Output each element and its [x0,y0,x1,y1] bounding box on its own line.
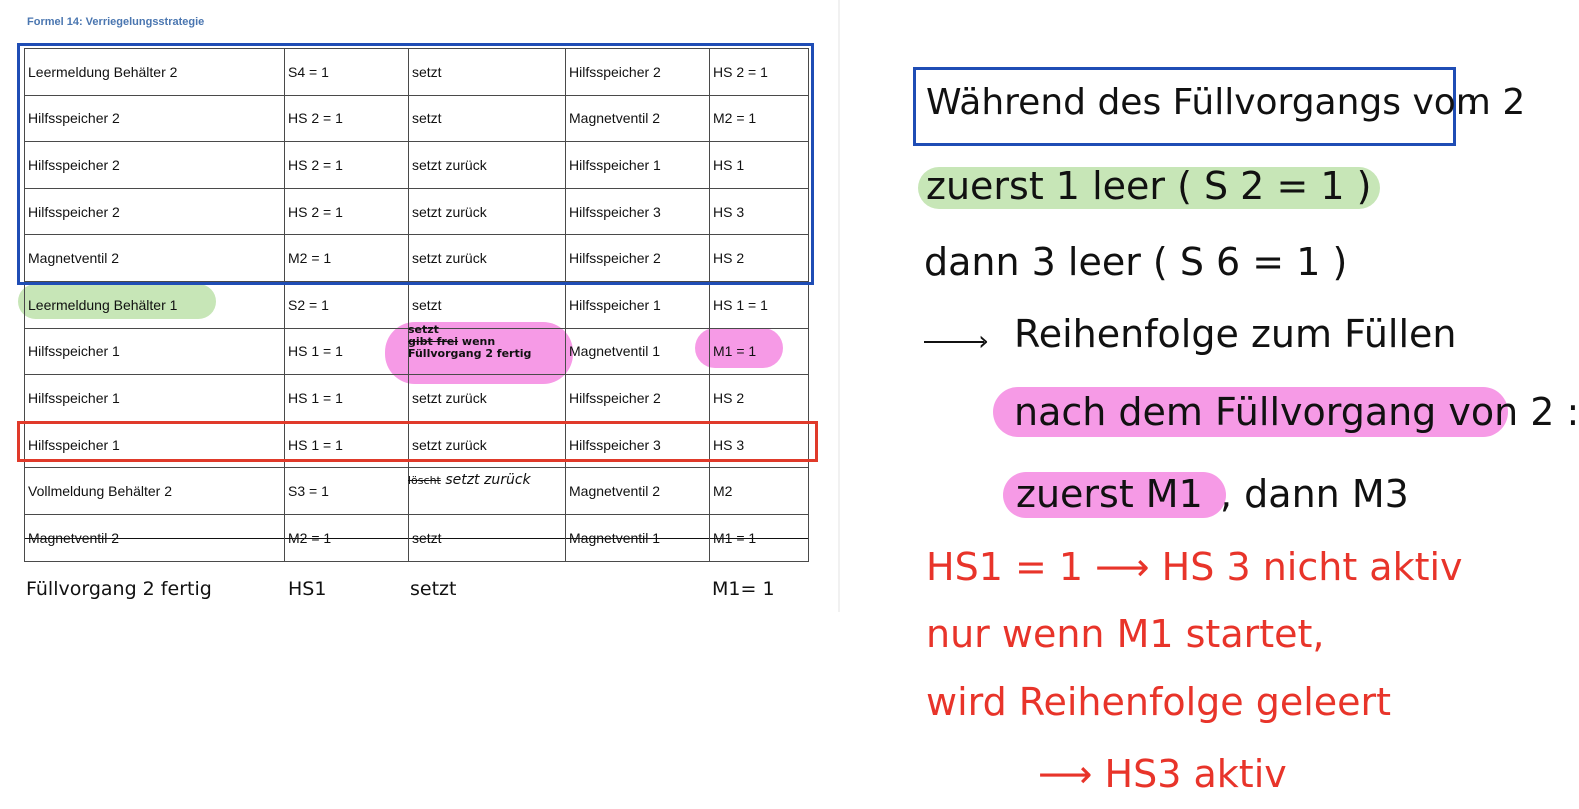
table-cell: Magnetventil 1 [565,513,710,562]
table-cell: S4 = 1 [284,48,409,96]
notes-line-5-rest: , dann M3 [1220,472,1409,516]
table-cell: M1 = 1 [709,513,809,562]
arrow-icon [924,341,984,343]
table-cell: Leermeldung Behälter 1 [24,280,285,329]
document-title: Formel 14: Verriegelungsstrategie [27,16,205,28]
handwritten-cell-edit-setzt: setzt gibt frei wenn Füllvorgang 2 ferti… [408,323,532,360]
table-cell: Leermeldung Behälter 2 [24,48,285,96]
blue-frame-box [17,43,814,285]
notes-pink-highlight-2 [1003,472,1226,518]
table-cell: HS 2 [709,374,809,422]
handwritten-cell-edit-zurueck: löscht setzt zurück [408,472,531,488]
table-cell: setzt zurück [408,374,566,422]
table-cell: HS 2 = 1 [284,141,409,189]
table-cell: Magnetventil 2 [24,234,285,282]
notes-red-2: nur wenn M1 startet, [926,612,1325,656]
table-cell: setzt [408,280,566,329]
table-cell: M2 [709,467,809,515]
notes-line-2: dann 3 leer ( S 6 = 1 ) [924,240,1348,284]
table-cell: Hilfsspeicher 2 [565,48,710,96]
table-cell: Hilfsspeicher 1 [24,374,285,422]
table-cell: setzt zurück [408,141,566,189]
handwritten-foot-4: M1= 1 [712,578,775,600]
table-cell: HS 1 = 1 [709,280,809,329]
table-cell: HS 2 = 1 [284,187,409,236]
table-cell: HS 2 [709,234,809,282]
arrow-head-icon: › [978,324,990,357]
table-cell: Magnetventil 2 [565,94,710,143]
page-edge [838,0,840,612]
notes-pink-highlight-1 [993,387,1508,437]
table-cell: M1 = 1 [709,327,809,376]
table-cell: Hilfsspeicher 1 [24,327,285,376]
table-cell: HS 1 = 1 [284,374,409,422]
table-cell: S2 = 1 [284,280,409,329]
table-cell: Hilfsspeicher 3 [565,187,710,236]
notes-line-3: Reihenfolge zum Füllen [1014,312,1457,356]
table-cell: setzt [408,94,566,143]
notes-green-highlight [918,167,1380,209]
table-cell: Hilfsspeicher 2 [24,187,285,236]
table-cell: Magnetventil 2 [24,513,285,562]
notes-red-1: HS1 = 1 ⟶ HS 3 nicht aktiv [926,545,1463,589]
table-cell: setzt [408,513,566,562]
table-cell: HS 3 [709,187,809,236]
table-cell: HS 1 = 1 [284,327,409,376]
table-cell: M2 = 1 [284,234,409,282]
table-cell: Hilfsspeicher 1 [565,280,710,329]
table-cell: M2 = 1 [709,94,809,143]
table-cell [408,467,566,515]
notes-line-4: nach dem Füllvorgang von 2 : [1014,390,1579,434]
notes-heading: Während des Füllvorgangs vom 2 [926,82,1526,123]
notes-line-5-highlight: zuerst M1 [1016,472,1203,516]
table-cell: S3 = 1 [284,467,409,515]
handwritten-foot-2: HS1 [288,578,327,600]
table-cell: Hilfsspeicher 2 [24,141,285,189]
notes-red-4: ⟶ HS3 aktiv [1038,752,1287,796]
table-cell: M2 = 1 [284,513,409,562]
handwritten-foot-3: setzt [410,578,457,600]
table-cell: Magnetventil 1 [565,327,710,376]
table-cell: HS 1 [709,141,809,189]
document-page: Formel 14: Verriegelungsstrategie Leerme… [0,0,838,612]
table-cell: Magnetventil 2 [565,467,710,515]
notes-heading-colon: : [1466,82,1479,123]
table-cell: Hilfsspeicher 2 [24,94,285,143]
handwritten-foot-1: Füllvorgang 2 fertig [26,578,212,600]
notes-line-1: zuerst 1 leer ( S 2 = 1 ) [926,164,1372,208]
table-cell: Hilfsspeicher 2 [565,374,710,422]
table-cell: HS 2 = 1 [709,48,809,96]
table-cell: Vollmeldung Behälter 2 [24,467,285,515]
notes-red-3: wird Reihenfolge geleert [926,680,1392,724]
red-frame-box [17,421,818,462]
notes-heading-box [913,67,1456,146]
